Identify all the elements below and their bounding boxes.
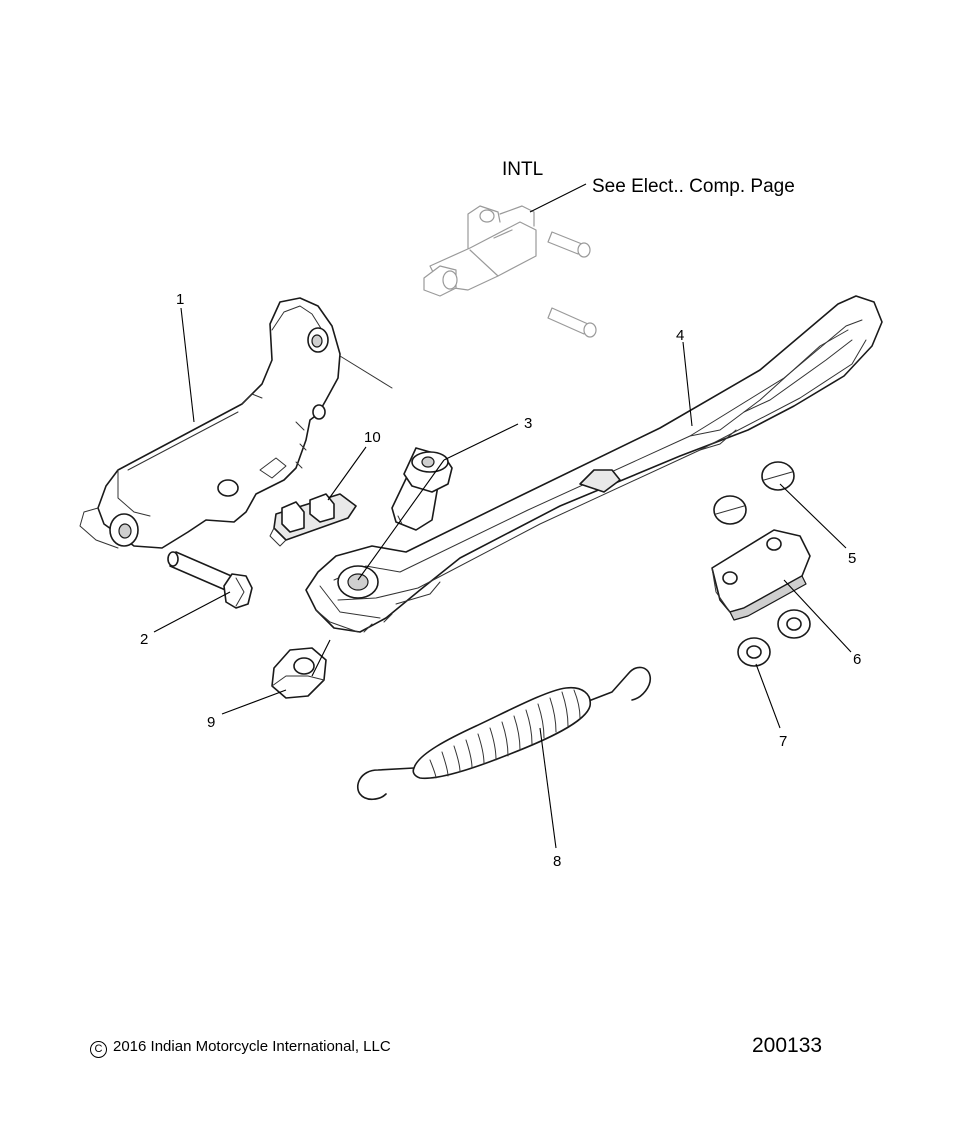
intl-sensor-screw-lower <box>547 307 597 338</box>
callout-4: 4 <box>676 327 684 344</box>
leader-10 <box>327 446 367 501</box>
part-4-sidestand-leg <box>305 295 883 633</box>
leader-3-extension <box>357 459 445 581</box>
leader-9-extension <box>311 639 331 677</box>
callout-2: 2 <box>140 631 148 648</box>
part-9-nut <box>271 647 327 699</box>
part-8-spring <box>356 666 652 801</box>
part-6-stop-plate <box>711 529 811 621</box>
leader-1 <box>180 307 195 423</box>
callout-3: 3 <box>524 415 532 432</box>
intl-sensor-screw-upper <box>547 231 591 258</box>
callout-7: 7 <box>779 733 787 750</box>
leader-7 <box>755 663 781 729</box>
callout-8: 8 <box>553 853 561 870</box>
intl-label: INTL <box>502 159 543 180</box>
drawing-number: 200133 <box>752 1034 823 1057</box>
callout-10: 10 <box>364 429 381 446</box>
leader-9 <box>221 689 287 715</box>
part-7-washers <box>737 609 811 667</box>
callout-9: 9 <box>207 714 215 731</box>
part-10-switch-pad <box>269 493 357 547</box>
callout-6: 6 <box>853 651 861 668</box>
intl-leader <box>529 183 587 213</box>
leader-2 <box>153 591 231 633</box>
leader-3 <box>443 423 519 461</box>
leader-6 <box>783 579 852 653</box>
leader-4 <box>682 341 693 427</box>
callout-1: 1 <box>176 291 184 308</box>
part-5-plugs <box>713 461 795 525</box>
leader-5 <box>779 483 847 549</box>
part-2-pivot-bolt <box>167 551 253 609</box>
copyright-notice: C 2016 Indian Motorcycle International, L… <box>90 1038 391 1058</box>
callout-5: 5 <box>848 550 856 567</box>
part-1-mounting-bracket <box>79 297 393 549</box>
see-elect-comp-page-note: See Elect.. Comp. Page <box>592 176 795 197</box>
intl-sidestand-sensor <box>423 205 537 297</box>
copyright-symbol-icon: C <box>90 1041 107 1058</box>
part-3-shoulder-bolt <box>391 447 453 531</box>
copyright-text: 2016 Indian Motorcycle International, LL… <box>113 1038 391 1055</box>
leader-8 <box>539 727 557 849</box>
